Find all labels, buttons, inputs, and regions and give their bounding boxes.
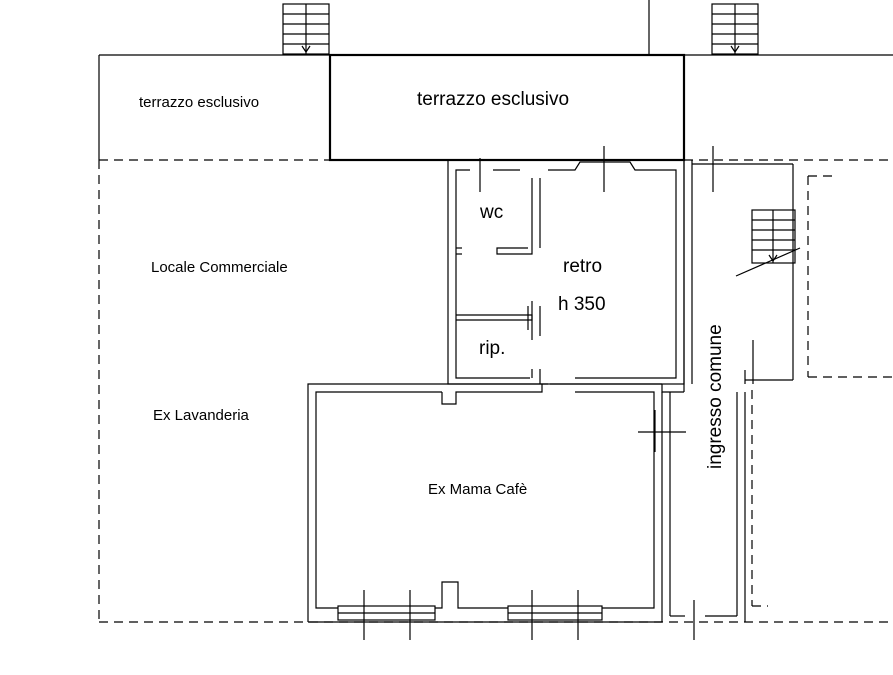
label-ingresso-comune: ingresso comune — [705, 324, 726, 469]
ingresso-comune-walls — [638, 146, 794, 640]
label-wc: wc — [480, 202, 504, 223]
stair-symbol-corridor — [735, 209, 801, 277]
label-height: h 350 — [558, 294, 606, 315]
terrace-right — [683, 54, 893, 160]
property-boundary — [98, 159, 893, 623]
label-terrazzo-center: terrazzo esclusivo — [417, 89, 570, 110]
label-ex-mama-cafe: Ex Mama Cafè — [428, 481, 528, 498]
label-retro: retro — [563, 256, 603, 277]
label-locale-commerciale: Locale Commerciale — [151, 259, 288, 276]
label-terrazzo-left: terrazzo esclusivo — [139, 94, 260, 111]
stair-symbol-left — [282, 3, 330, 55]
stair-symbol-right — [711, 3, 759, 55]
label-ex-lavanderia: Ex Lavanderia — [153, 407, 249, 424]
mama-cafe-walls — [307, 383, 662, 640]
terrace-left — [98, 54, 330, 160]
label-rip: rip. — [479, 338, 506, 359]
